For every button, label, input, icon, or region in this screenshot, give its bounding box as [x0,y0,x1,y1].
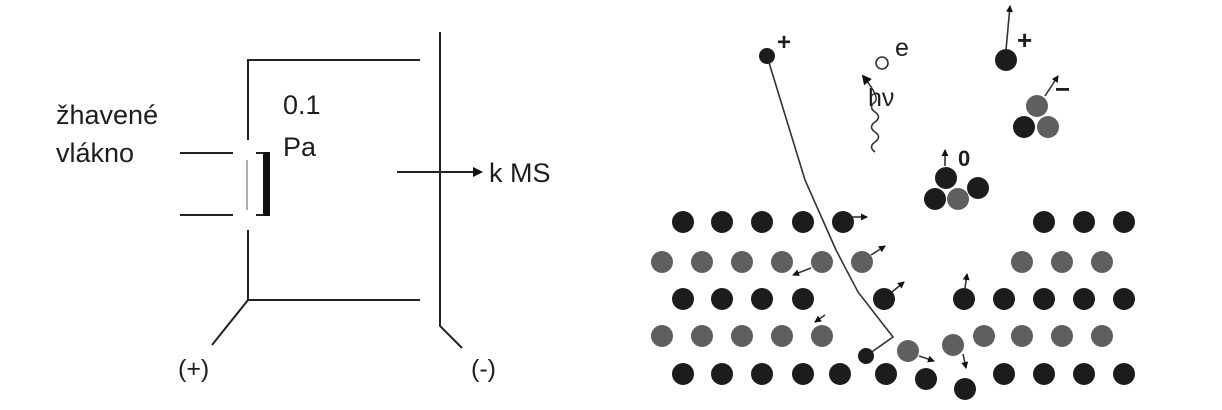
lattice-atom [1033,288,1055,310]
neutral-cluster [924,149,989,210]
neutral-cluster-sign: 0 [958,146,970,171]
lattice-atom [1051,325,1073,347]
filament-label-line1: žhavené [56,100,158,130]
lattice-atom [672,211,694,233]
photon-wave [861,74,880,153]
lattice-atom [875,363,897,385]
lattice-atom [1073,363,1095,385]
negative-cluster-sign: − [1055,74,1070,104]
output-label: k MS [489,158,551,188]
implanted-ion [858,348,874,364]
lattice-atom [751,363,773,385]
lattice-atom [829,363,851,385]
lattice-atom [993,363,1015,385]
lattice-atom [792,211,814,233]
lattice-atom [691,325,713,347]
ion-source-schematic: žhavené vlákno 0.1 Pa k MS (+) (-) [56,32,551,383]
lattice-atom [651,325,673,347]
lattice-atom [1033,363,1055,385]
positive-ion-arrow [1005,5,1013,51]
lattice-atom [691,251,713,273]
cathode-plate [439,32,463,349]
recoil-arrow [918,355,935,363]
lattice-atom [873,288,895,310]
lattice-atom [792,288,814,310]
recoil-arrow [891,281,905,293]
lattice-atom [711,211,733,233]
incident-ion [759,48,775,64]
lattice-atom [953,288,975,310]
lattice-atom [711,363,733,385]
recoil-arrow [870,245,886,256]
incident-ion-sign: + [777,29,791,56]
positive-ion-sign: + [1017,25,1032,55]
lattice-atom [973,325,995,347]
filament [180,152,270,216]
lattice-atom [1113,211,1135,233]
lattice-atom [993,288,1015,310]
sputtering-illustration: + e hν + − 0 [651,5,1135,400]
electron [875,56,889,70]
lattice-atom [792,363,814,385]
secondary-positive-ion [995,49,1017,71]
lattice-atom [811,325,833,347]
lattice-atom [672,288,694,310]
lattice-atom [1091,325,1113,347]
lattice-atom [1113,363,1135,385]
lattice-atom [651,251,673,273]
lattice-atom [1113,288,1135,310]
anode-lead [211,299,249,346]
lattice-atom [915,368,937,390]
lattice-atom [731,251,753,273]
filament-label-line2: vlákno [56,138,134,168]
lattice-atom [771,251,793,273]
anode-electrode [247,59,420,301]
lattice-atom [832,211,854,233]
lattice-atom [751,288,773,310]
lattice-atom [1073,288,1095,310]
lattice-atom [1011,325,1033,347]
electron-label: e [895,34,909,62]
lattice-atom [731,325,753,347]
pressure-unit: Pa [283,132,317,162]
lattice-atom [1051,251,1073,273]
incident-ion-trajectory [766,55,895,357]
lattice-atom [897,340,919,362]
lattice-atom [711,288,733,310]
anode-polarity: (+) [178,355,209,383]
recoil-arrow [961,353,969,369]
lattice-atom [1073,211,1095,233]
lattice-atom [1091,251,1113,273]
lattice-atom [751,211,773,233]
pressure-value: 0.1 [283,90,321,120]
negative-cluster [1013,75,1059,138]
lattice-atom [1033,211,1055,233]
lattice-atom [942,334,964,356]
cathode-polarity: (-) [471,355,496,383]
recoil-arrow [792,267,812,277]
surface-lattice [651,211,1135,400]
filament-bar [263,152,270,216]
photon-label: hν [868,84,894,112]
recoil-arrow [814,314,826,323]
lattice-atom [851,251,873,273]
lattice-atom [954,378,976,400]
lattice-atom [771,325,793,347]
recoil-arrow [962,273,970,289]
lattice-atom [1011,251,1033,273]
lattice-atom [811,251,833,273]
lattice-atom [672,363,694,385]
